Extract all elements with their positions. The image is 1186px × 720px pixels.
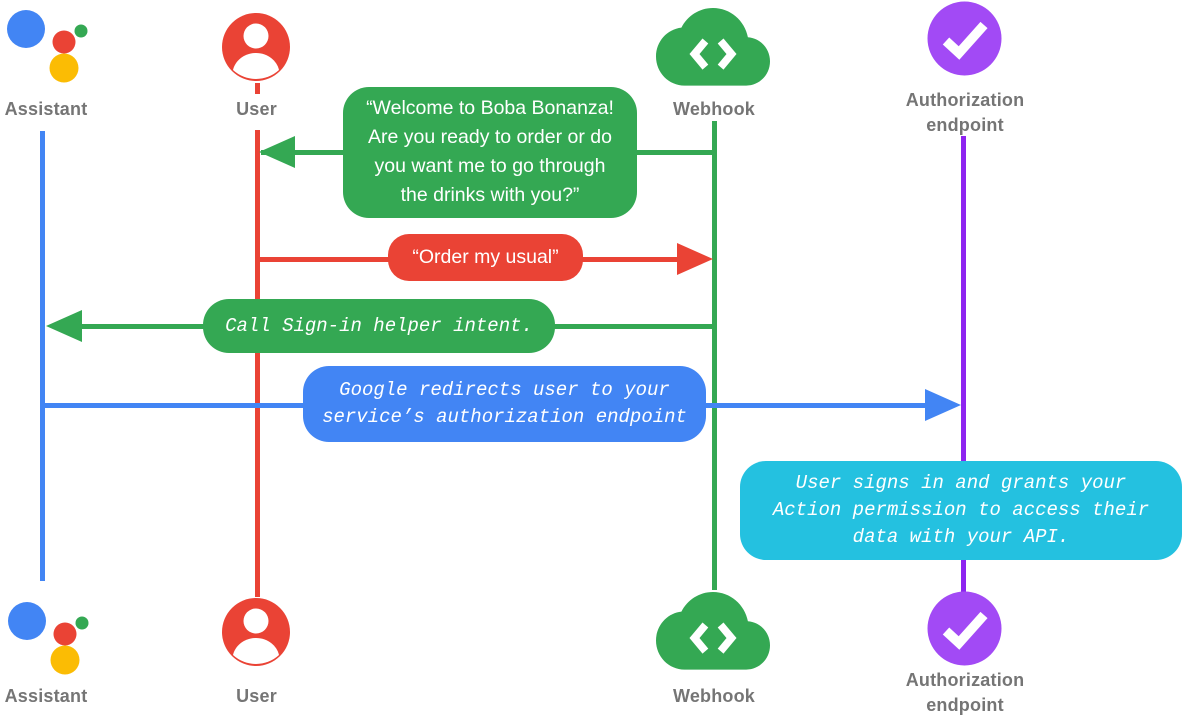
signin-message-bubble: Call Sign-in helper intent. <box>203 299 555 353</box>
webhook-label-top: Webhook <box>672 99 756 119</box>
auth-label-top: Authorization endpoint <box>905 90 1025 135</box>
google-assistant-icon <box>8 602 89 675</box>
auth-checkmark-icon <box>927 1 1002 76</box>
auth-label-bottom: Authorization endpoint <box>905 670 1025 715</box>
redirect-message-bubble: Google redirects user to your service’s … <box>303 366 706 442</box>
signin-arrowhead-icon <box>46 310 82 342</box>
user-icon <box>222 598 290 666</box>
google-assistant-icon <box>7 10 88 83</box>
order-message-bubble: “Order my usual” <box>388 234 583 281</box>
assistant-label-bottom: Assistant <box>4 686 88 706</box>
redirect-arrowhead-icon <box>925 389 961 421</box>
grant-note-bubble: User signs in and grants your Action per… <box>740 461 1182 560</box>
user-label-bottom: User <box>236 686 277 706</box>
user-lifeline <box>254 130 260 597</box>
auth-checkmark-icon <box>927 591 1002 666</box>
assistant-lifeline <box>40 131 45 581</box>
webhook-cloud-icon <box>656 8 770 86</box>
user-lifeline-stub <box>254 83 260 94</box>
webhook-lifeline <box>711 121 717 590</box>
user-label-top: User <box>236 99 277 119</box>
order-arrowhead-icon <box>677 243 713 275</box>
webhook-label-bottom: Webhook <box>672 686 756 706</box>
auth-lifeline <box>961 136 966 592</box>
user-icon <box>222 13 290 81</box>
welcome-arrowhead-icon <box>259 136 295 168</box>
webhook-cloud-icon <box>656 592 770 670</box>
welcome-message-bubble: “Welcome to Boba Bonanza! Are you ready … <box>343 87 637 218</box>
assistant-label-top: Assistant <box>4 99 88 119</box>
